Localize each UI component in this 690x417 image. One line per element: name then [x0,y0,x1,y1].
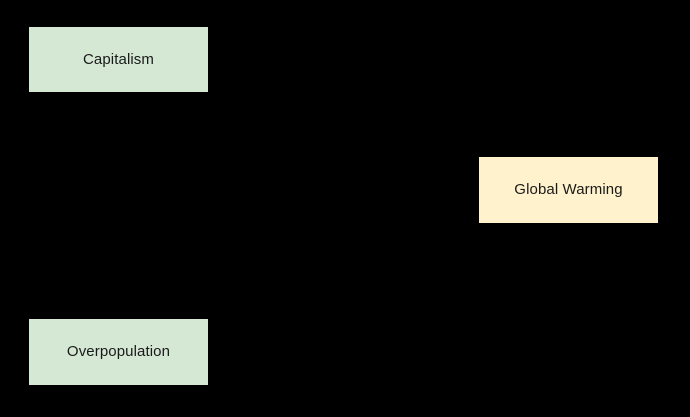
diagram-node-label: Overpopulation [66,343,171,360]
diagram-node-capitalism[interactable]: Capitalism [29,27,208,92]
diagram-node-label: Capitalism [82,50,155,68]
diagram-node-overpopulation[interactable]: Overpopulation [29,319,208,385]
diagram-node-global-warming[interactable]: Global Warming [479,157,658,223]
diagram-node-label: Global Warming [514,181,623,198]
